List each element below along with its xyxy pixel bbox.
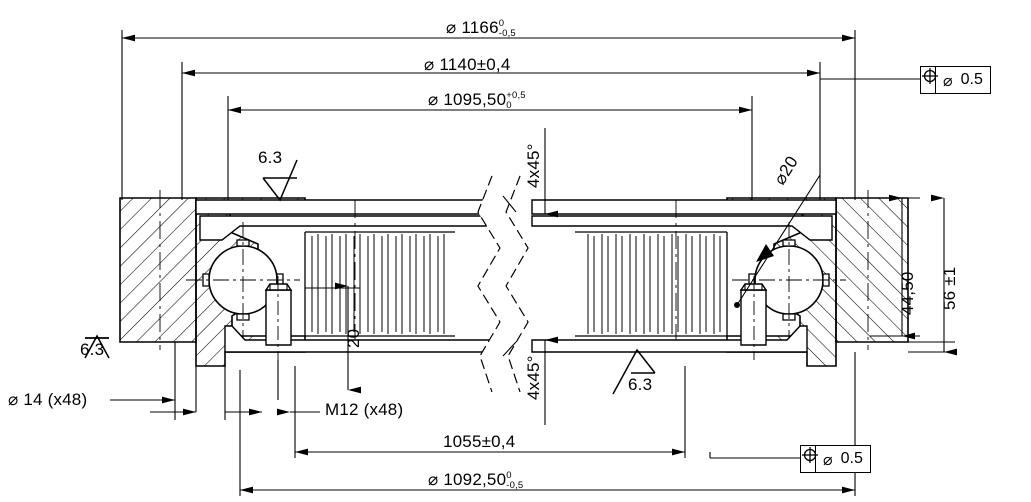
surface-finish-left-symbol [84, 334, 110, 359]
dim-tolerance: ±0,4 [481, 432, 516, 451]
dim-value: 1055 [443, 432, 482, 451]
surface-finish-top-symbol [262, 159, 298, 202]
dim-top-1140: ⌀ 1140±0,4 [424, 55, 511, 75]
tol-upper: +0,5 [506, 90, 526, 102]
gear-teeth-left [304, 231, 455, 337]
dim-tolerance: ±0,4 [476, 55, 511, 74]
dim-right-56: 56 ±1 [940, 266, 959, 310]
lower-race-right [531, 325, 808, 353]
upper-race-right [531, 199, 837, 241]
diameter-symbol: ⌀ [446, 18, 457, 38]
dim-value: 1095,50 [443, 90, 507, 109]
label-chamfer-bottom: 4x45° [524, 355, 543, 400]
top-dimension-lines [121, 30, 856, 200]
chamfer-leader-bottom [502, 341, 517, 357]
dim-value: 1166 [461, 18, 499, 37]
diameter-symbol: ⌀ [424, 55, 435, 75]
break-gap [478, 176, 528, 392]
tol-lower: -0,5 [498, 27, 516, 39]
position-symbol-glyph [802, 447, 818, 463]
right-vertical-dimensions [870, 194, 957, 356]
axis-centerlines [159, 190, 869, 350]
threaded-hole-right [739, 283, 768, 346]
dim-value: 1140 [439, 55, 477, 74]
label-hole-14: ⌀ 14 (x48) [8, 390, 88, 409]
position-icon [801, 446, 818, 472]
gdt-tolerance-cell: ⌀ 0.5 [935, 67, 990, 93]
surface-finish-left-value: 6.3 [80, 340, 105, 359]
depth-dimension-20 [305, 282, 361, 394]
hole-centerlines [277, 276, 755, 360]
dim-right-44-50: 44,50 [898, 271, 917, 315]
tol-lower: -0,5 [506, 479, 524, 491]
gear-teeth-right [575, 231, 728, 337]
gdt-tolerance-cell: ⌀ 0.5 [815, 446, 870, 472]
diameter-symbol: ⌀ [428, 470, 439, 490]
surface-finish-bottom-symbol [612, 348, 656, 395]
ball-diameter-leader [734, 174, 821, 308]
tol-upper: 0 [498, 18, 505, 30]
position-icon [921, 67, 938, 93]
outer-ring-right [835, 197, 909, 343]
gdt-frame-bottom: ⌀ 0.5 [800, 445, 871, 473]
dim-bottom-1055: 1055±0,4 [443, 432, 515, 452]
chamfer-leader-top [502, 195, 517, 213]
diameter-symbol: ⌀ [428, 90, 439, 110]
upper-race-left [195, 199, 501, 241]
gdt-bottom-leader [709, 452, 800, 459]
diameter-symbol: ⌀ [943, 70, 953, 90]
gdt-frame-top: ⌀ 0.5 [920, 66, 991, 94]
gdt-tolerance-value: 0.5 [840, 450, 863, 467]
label-chamfer-top: 4x45° [524, 143, 543, 188]
diameter-symbol: ⌀ [823, 449, 833, 469]
outer-ring-left [119, 197, 197, 343]
gdt-tolerance-value: 0.5 [960, 71, 983, 88]
surface-finish-bottom-value: 6.3 [628, 375, 653, 394]
tol-upper: 0 [506, 470, 512, 482]
label-thread-m12: M12 (x48) [325, 400, 404, 419]
ball-centerlines [186, 222, 846, 338]
position-symbol-glyph [922, 68, 938, 84]
dim-depth-20: 20 [344, 328, 363, 348]
surface-finish-top-value: 6.3 [258, 148, 283, 167]
tol-lower: 0 [506, 99, 512, 111]
dim-value: 1092,50 [443, 470, 507, 489]
threaded-hole-left [264, 283, 293, 346]
